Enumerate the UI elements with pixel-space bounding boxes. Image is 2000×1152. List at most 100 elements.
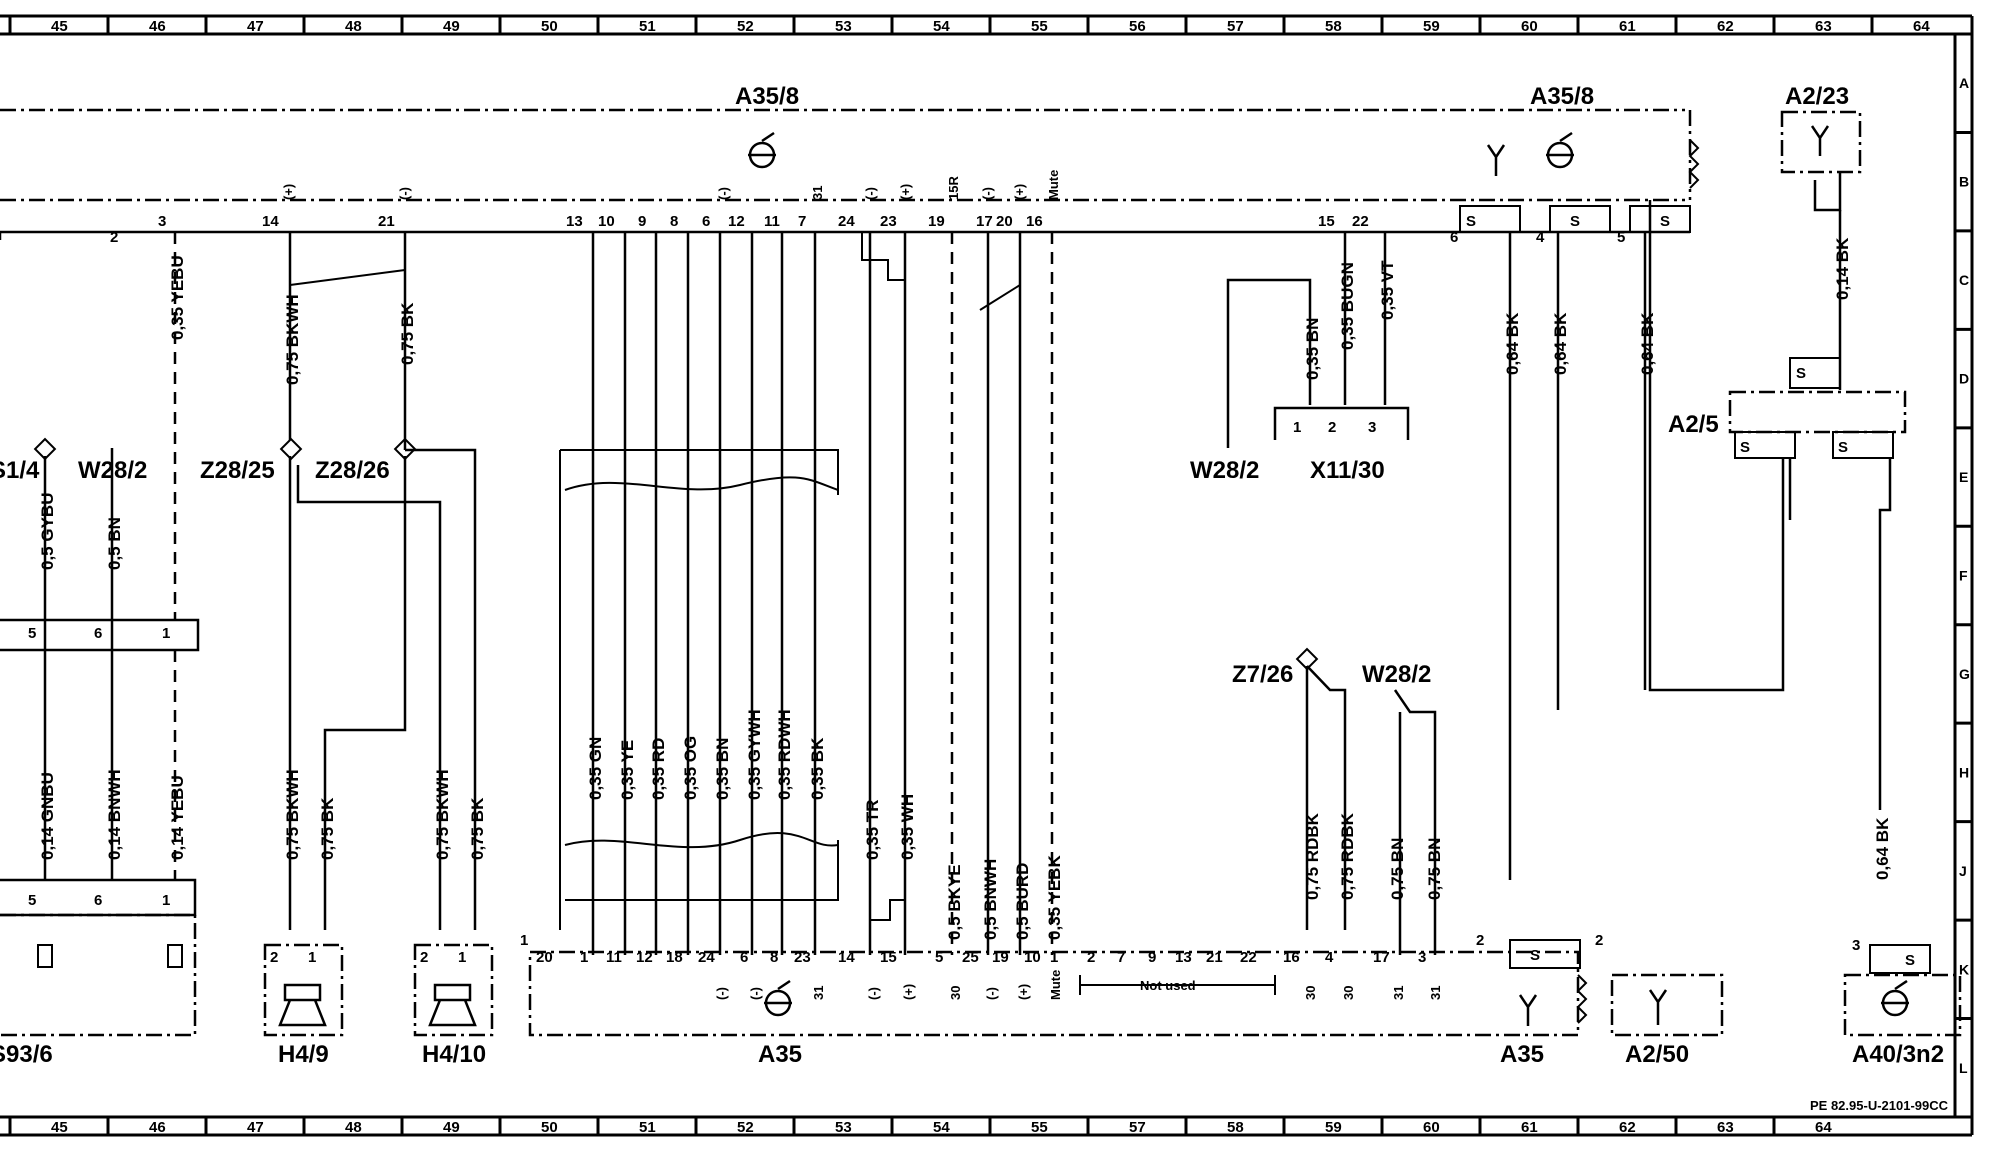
svg-text:0,75 RDBK: 0,75 RDBK bbox=[1338, 812, 1357, 900]
a2-50-antenna: A2/50 bbox=[1610, 973, 1724, 1068]
grid-number: 64 bbox=[1815, 1119, 1832, 1136]
grid-number: 48 bbox=[345, 1119, 362, 1136]
svg-text:0,35 VT: 0,35 VT bbox=[1378, 260, 1397, 320]
svg-text:0,35 RD: 0,35 RD bbox=[649, 738, 668, 800]
svg-text:21: 21 bbox=[378, 213, 395, 230]
svg-text:0,35 BN: 0,35 BN bbox=[713, 738, 732, 800]
grid-number: 64 bbox=[1913, 18, 1930, 35]
svg-text:1: 1 bbox=[1293, 419, 1301, 436]
wire-label: 0,64 BK bbox=[1551, 312, 1570, 375]
svg-text:(+): (+) bbox=[898, 184, 913, 200]
diagram-frame bbox=[0, 14, 1974, 1137]
svg-text:S: S bbox=[1905, 952, 1915, 969]
grid-number: 49 bbox=[443, 1119, 460, 1136]
grid-number: 53 bbox=[835, 1119, 852, 1136]
grid-row-letter: G bbox=[1959, 666, 1970, 682]
a35-8-pins: 2 3 14 21 13 10 9 8 6 12 11 7 24 23 19 1… bbox=[110, 170, 1369, 246]
svg-text:0,35 GYWH: 0,35 GYWH bbox=[745, 709, 764, 800]
svg-text:S: S bbox=[1838, 439, 1848, 456]
label-w28-2: W28/2 bbox=[1190, 457, 1259, 484]
svg-text:5: 5 bbox=[28, 892, 36, 909]
svg-text:1: 1 bbox=[308, 949, 316, 966]
svg-text:24: 24 bbox=[838, 213, 855, 230]
svg-text:0,5 BKYE: 0,5 BKYE bbox=[945, 864, 964, 940]
svg-text:14: 14 bbox=[262, 213, 279, 230]
svg-text:17: 17 bbox=[1373, 949, 1390, 966]
svg-text:0,35 BN: 0,35 BN bbox=[1303, 318, 1322, 380]
label-a35: A35 bbox=[758, 1041, 802, 1068]
grid-number: 51 bbox=[639, 1119, 656, 1136]
svg-text:31: 31 bbox=[1391, 986, 1406, 1000]
svg-text:(-): (-) bbox=[980, 187, 995, 200]
svg-text:(-): (-) bbox=[748, 987, 763, 1000]
svg-text:2: 2 bbox=[1328, 419, 1336, 436]
grid-number: 52 bbox=[737, 1119, 754, 1136]
grid-number: 61 bbox=[1619, 18, 1636, 35]
svg-text:0,35 WH: 0,35 WH bbox=[898, 794, 917, 860]
svg-text:6: 6 bbox=[94, 625, 102, 642]
grid-number: 57 bbox=[1227, 18, 1244, 35]
svg-text:22: 22 bbox=[1240, 949, 1257, 966]
wire-labels-lower: 0,14 GNBU 0,14 BNWH 0,14 YEBU 0,75 BKWH … bbox=[38, 709, 1892, 940]
svg-text:20: 20 bbox=[536, 949, 553, 966]
svg-text:2: 2 bbox=[1595, 932, 1603, 949]
cd-drive-icon bbox=[748, 131, 776, 169]
label-x11-30: X11/30 bbox=[1310, 457, 1385, 484]
svg-text:0,75 BN: 0,75 BN bbox=[1388, 838, 1407, 900]
svg-text:0,75 BKWH: 0,75 BKWH bbox=[283, 769, 302, 860]
svg-text:11: 11 bbox=[606, 949, 622, 966]
ground-points-right: Z7/26 W28/2 bbox=[1232, 647, 1437, 955]
svg-text:1: 1 bbox=[1050, 949, 1058, 966]
svg-text:0,35 GN: 0,35 GN bbox=[586, 737, 605, 800]
svg-text:6: 6 bbox=[740, 949, 748, 966]
speaker-h4-10: 2 1 H4/10 bbox=[413, 943, 494, 1068]
svg-text:31: 31 bbox=[811, 986, 826, 1000]
svg-text:0,35 BK: 0,35 BK bbox=[808, 737, 827, 800]
svg-text:12: 12 bbox=[728, 213, 745, 230]
svg-text:31: 31 bbox=[810, 186, 825, 200]
svg-text:0,35 YEBK: 0,35 YEBK bbox=[1045, 855, 1064, 940]
svg-text:30: 30 bbox=[948, 986, 963, 1000]
svg-text:2: 2 bbox=[420, 949, 428, 966]
wire-label: 0,14 BK bbox=[1833, 237, 1852, 300]
antenna-icon bbox=[1486, 144, 1506, 176]
antenna-icon-lower bbox=[1518, 994, 1538, 1026]
svg-text:0,75 BKWH: 0,75 BKWH bbox=[283, 294, 302, 385]
label-a2-5: A2/5 bbox=[1668, 411, 1719, 438]
grid-number: 62 bbox=[1717, 18, 1734, 35]
label-s1-4: S1/4 bbox=[0, 457, 40, 484]
grid-row-letter: C bbox=[1959, 272, 1969, 288]
grid-number: 55 bbox=[1031, 18, 1048, 35]
not-used-label: Not used bbox=[1140, 978, 1196, 993]
label-a40-3n2: A40/3n2 bbox=[1852, 1041, 1944, 1068]
grid-number: 47 bbox=[247, 18, 264, 35]
svg-text:30: 30 bbox=[1303, 986, 1318, 1000]
label-a35-right: A35 bbox=[1500, 1041, 1544, 1068]
svg-text:22: 22 bbox=[1352, 213, 1369, 230]
grid-number: 60 bbox=[1423, 1119, 1440, 1136]
cd-drive-icon-right bbox=[1546, 131, 1574, 169]
wire-label: 0,64 BK bbox=[1503, 312, 1522, 375]
svg-text:7: 7 bbox=[1117, 949, 1125, 966]
svg-text:19: 19 bbox=[928, 213, 945, 230]
svg-text:Mute: Mute bbox=[1046, 170, 1061, 200]
svg-text:(+): (+) bbox=[1016, 984, 1031, 1000]
svg-text:0,35 BUGN: 0,35 BUGN bbox=[1338, 262, 1357, 350]
grid-number: 45 bbox=[51, 1119, 68, 1136]
svg-text:0,5 BNWH: 0,5 BNWH bbox=[981, 859, 1000, 940]
label-h4-10: H4/10 bbox=[422, 1041, 486, 1068]
label-a35-8-right: A35/8 bbox=[1530, 83, 1594, 110]
svg-text:16: 16 bbox=[1026, 213, 1043, 230]
grid-number: 56 bbox=[1129, 18, 1146, 35]
x11-30-connector: 0,35 BN 0,35 BUGN 0,35 VT 1 2 3 W28/2 X1… bbox=[1190, 232, 1410, 484]
svg-text:2: 2 bbox=[270, 949, 278, 966]
wire-label: 0,64 BK bbox=[1638, 312, 1657, 375]
svg-text:7: 7 bbox=[798, 213, 806, 230]
svg-text:17: 17 bbox=[976, 213, 993, 230]
speaker-h4-9: 2 1 H4/9 bbox=[263, 943, 344, 1068]
svg-text:0,64 BK: 0,64 BK bbox=[1873, 817, 1892, 880]
svg-text:10: 10 bbox=[1024, 949, 1041, 966]
svg-text:(-): (-) bbox=[397, 187, 412, 200]
